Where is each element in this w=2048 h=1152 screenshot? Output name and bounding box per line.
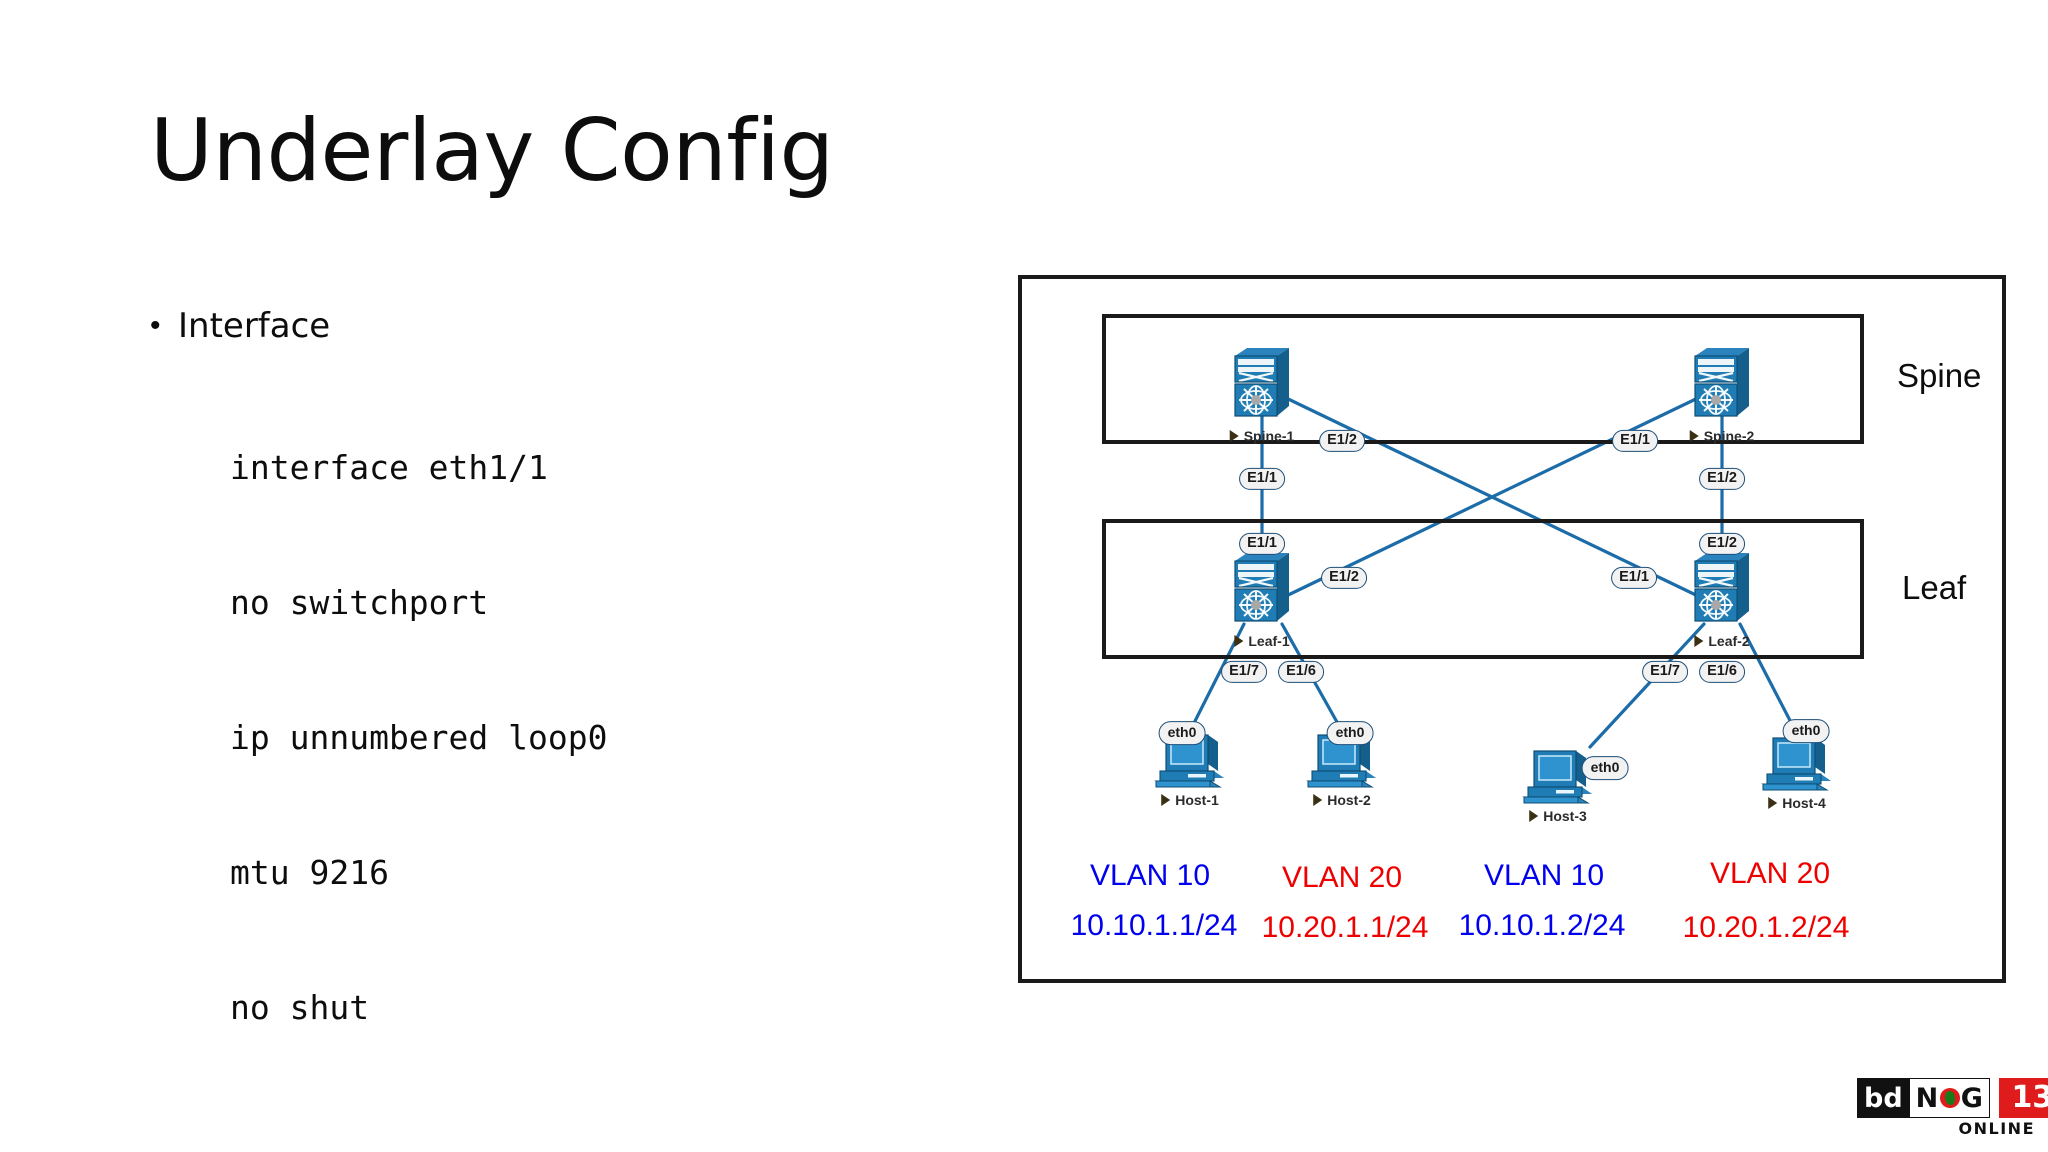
bullet-label: Interface [178,306,331,346]
device-name: Host-4 [1782,795,1826,811]
network-topology-diagram: Spine Leaf Spine-1 Spine-2 Leaf-1 [1018,275,2006,983]
tier-label-spine: Spine [1897,357,1982,394]
caret-icon [1161,794,1171,806]
logo-bangladesh-flag-icon [1939,1088,1960,1108]
port-label-leaf2-e12[interactable]: E1/2 [1699,532,1745,556]
vlan-label-4: VLAN 20 [1709,857,1831,890]
code-line: no switchport [230,583,489,622]
port-label-leaf1-e17[interactable]: E1/7 [1221,660,1267,684]
port-label-spine2-e11[interactable]: E1/1 [1612,429,1658,453]
port-label-leaf1-e11[interactable]: E1/1 [1239,532,1285,556]
interface-config-block: • Interface interface eth1/1 no switchpo… [150,305,950,1152]
ip-label-1: 10.10.1.1/24 [1070,909,1238,942]
device-name: Host-3 [1543,808,1587,824]
device-name: Leaf-1 [1248,633,1290,649]
port-label-host2-eth0[interactable]: eth0 [1326,721,1374,745]
port-label-spine1-e11[interactable]: E1/1 [1239,467,1285,491]
caret-icon [1689,430,1699,442]
ip-label-2: 10.20.1.1/24 [1261,911,1429,944]
port-label-host3-eth0[interactable]: eth0 [1581,756,1629,780]
device-caption: Spine-1 [1229,428,1295,444]
caret-icon [1529,810,1539,822]
device-name: Leaf-2 [1708,633,1750,649]
bdnog-logo: bd N G 13 ONLINE [1857,1078,2048,1140]
device-caption: Host-3 [1529,808,1587,824]
port-label-spine2-e12[interactable]: E1/2 [1699,467,1745,491]
vlan-label-1: VLAN 10 [1089,859,1211,892]
port-label-leaf1-e16[interactable]: E1/6 [1278,660,1324,684]
device-caption: Host-1 [1161,792,1219,808]
code-line: mtu 9216 [230,853,389,892]
port-label-leaf2-e17[interactable]: E1/7 [1642,660,1688,684]
device-caption: Host-2 [1313,792,1371,808]
device-caption: Leaf-1 [1234,633,1290,649]
caret-icon [1229,430,1239,442]
bullet-interface: • Interface [150,305,950,347]
device-name: Host-2 [1327,792,1371,808]
caret-icon [1694,635,1704,647]
caret-icon [1234,635,1244,647]
port-label-host1-eth0[interactable]: eth0 [1158,721,1206,745]
code-line: ip unnumbered loop0 [230,718,608,757]
port-label-leaf1-e12[interactable]: E1/2 [1321,566,1367,590]
device-caption: Host-4 [1768,795,1826,811]
logo-nog-n: N [1915,1082,1939,1114]
device-name: Spine-2 [1703,428,1755,444]
device-name: Host-1 [1175,792,1219,808]
spine-tier-box [1102,314,1864,444]
port-label-spine1-e12[interactable]: E1/2 [1319,429,1365,453]
port-label-leaf2-e11[interactable]: E1/1 [1611,566,1657,590]
vlan-label-3: VLAN 10 [1483,859,1605,892]
code-line: interface eth1/1 [230,448,548,487]
code-line: no shut [230,988,370,1027]
device-name: Spine-1 [1243,428,1295,444]
config-code-block: interface eth1/1 no switchport ip unnumb… [230,355,950,1152]
caret-icon [1313,794,1323,806]
logo-online-text: ONLINE [1958,1119,2035,1138]
tier-label-leaf: Leaf [1902,569,1967,606]
logo-nog-g: G [1960,1082,1984,1114]
logo-nog-text: N G [1908,1078,1991,1118]
ip-label-3: 10.10.1.2/24 [1458,909,1626,942]
device-caption: Spine-2 [1689,428,1755,444]
port-label-leaf2-e16[interactable]: E1/6 [1699,660,1745,684]
bullet-dot-icon: • [150,309,161,342]
port-label-host4-eth0[interactable]: eth0 [1782,719,1830,743]
leaf-tier-box [1102,519,1864,659]
code-line-blank [230,1120,950,1152]
logo-edition-number: 13 [1999,1078,2048,1118]
device-caption: Leaf-2 [1694,633,1750,649]
ip-label-4: 10.20.1.2/24 [1682,911,1850,944]
logo-main-row: bd N G 13 [1857,1078,2048,1118]
vlan-label-2: VLAN 20 [1281,861,1403,894]
logo-bd-text: bd [1857,1078,1909,1118]
page-title: Underlay Config [150,101,834,201]
caret-icon [1768,797,1778,809]
